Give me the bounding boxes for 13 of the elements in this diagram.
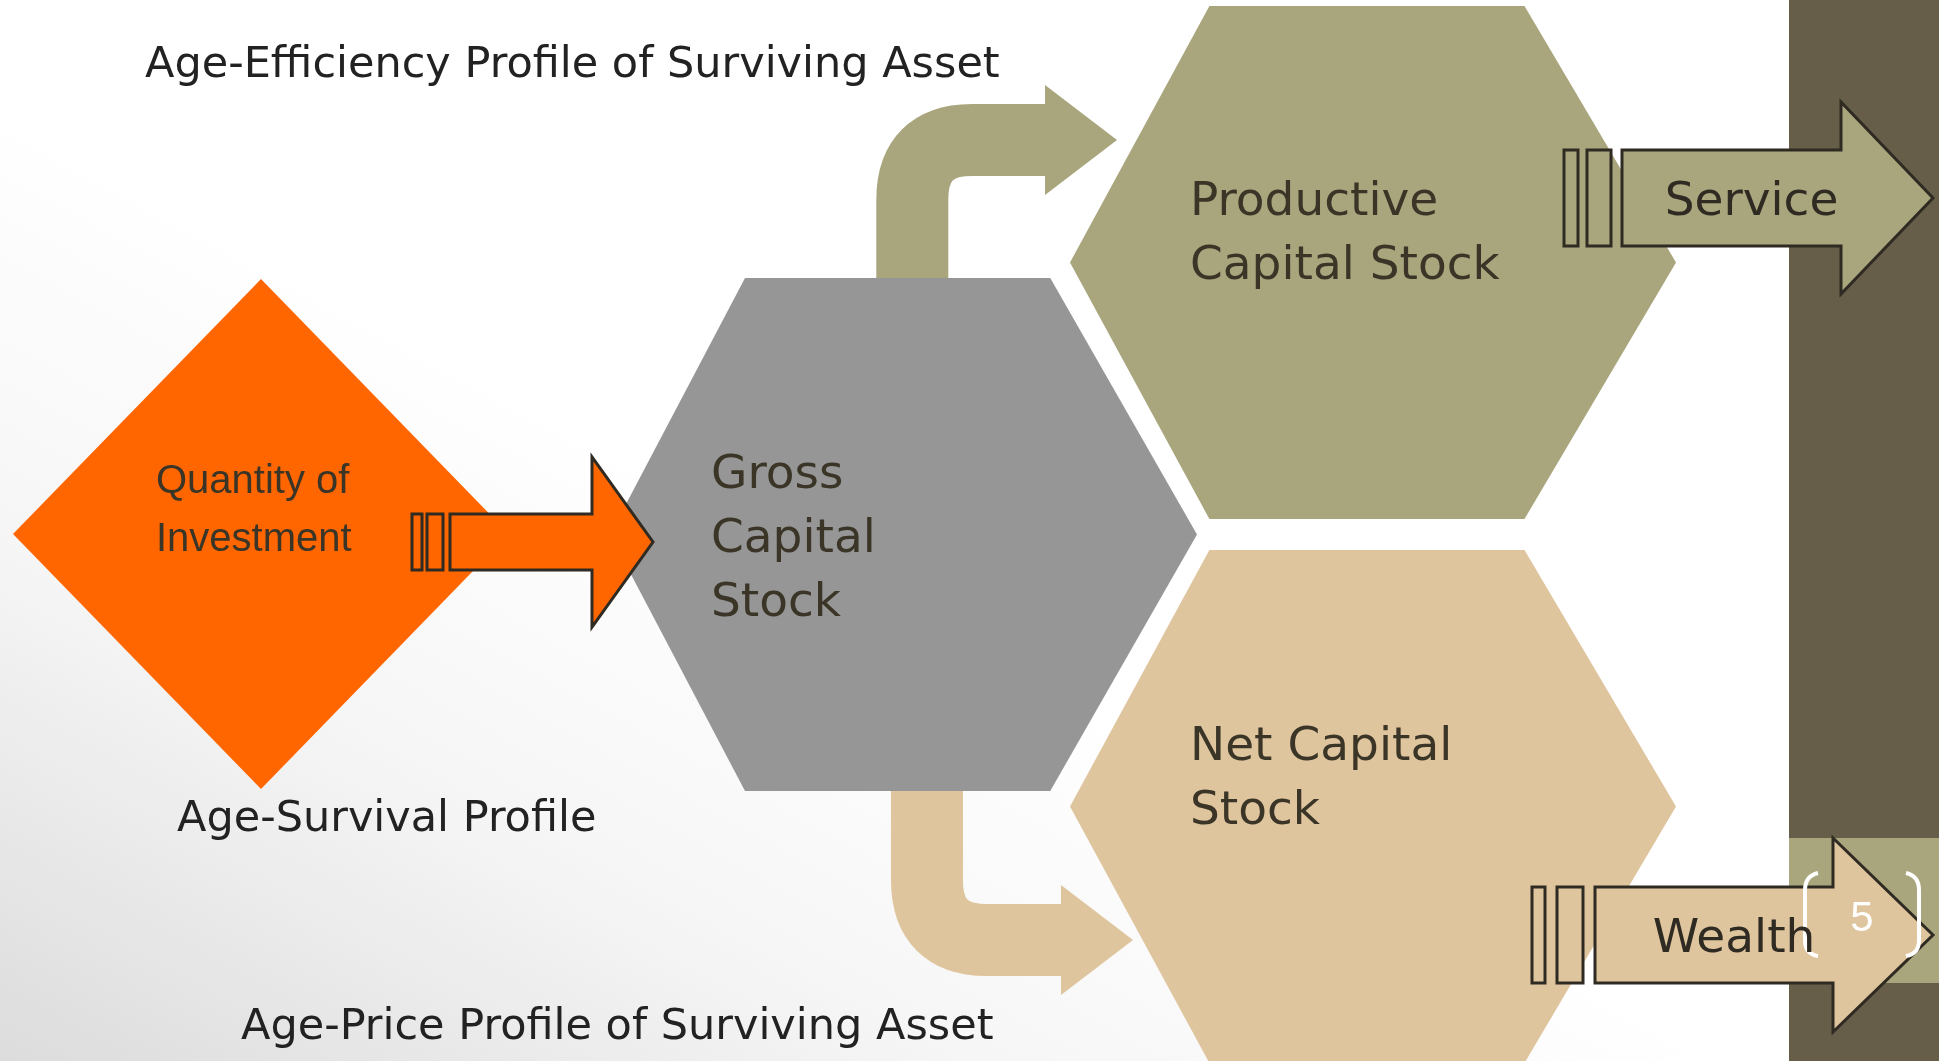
node-label: Gross Capital Stock [711,443,877,629]
node-label: Quantity of Investment [156,456,353,561]
profile-caption: Age-Efficiency Profile of Surviving Asset [145,40,1000,84]
block-arrow [1530,834,1936,1036]
block-arrow [1562,98,1936,298]
node-label: Net Capital Stock [1190,715,1454,837]
block-arrow [410,452,655,632]
curved-arrow [876,85,1117,278]
page-number: 5 [1850,896,1874,938]
profile-caption: Age-Survival Profile [177,794,597,838]
edge-label: Service [1664,174,1839,222]
node-label: Productive Capital Stock [1190,170,1500,292]
profile-caption: Age-Price Profile of Surviving Asset [241,1002,994,1046]
